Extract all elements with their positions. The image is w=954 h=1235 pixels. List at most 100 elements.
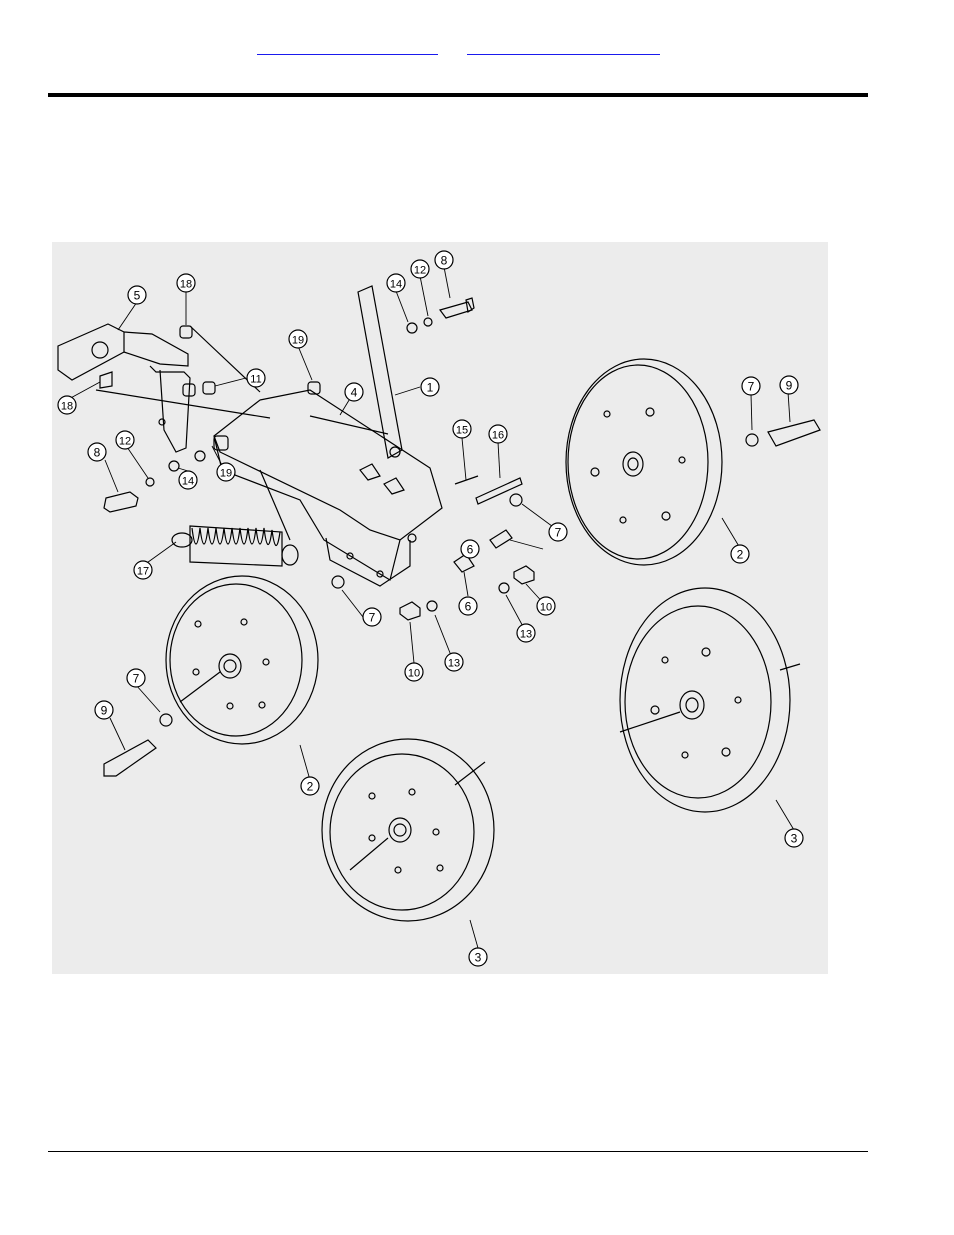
callout-5: 5 [127,285,147,305]
callout-16: 16 [488,424,508,444]
callout-label: 18 [61,401,73,413]
callout-circle [133,560,153,580]
callout-circle [404,662,424,682]
bracket-5 [57,323,271,453]
callout-circle [362,607,382,627]
callout-circle [458,596,478,616]
header-rule [48,93,868,97]
callout-circle [488,424,508,444]
callout-18: 18 [176,273,196,293]
callout-label: 6 [465,600,472,614]
callout-label: 13 [448,658,460,670]
header-link-2[interactable] [467,40,660,55]
footer-rule [48,1151,868,1152]
hardware [103,297,821,777]
wheel-3-left [321,738,495,922]
callout-label: 3 [475,951,482,965]
callout-circle [548,522,568,542]
callout-label: 5 [134,289,141,303]
spring-17 [171,525,299,567]
header-link-1[interactable] [257,40,438,55]
diagram-artwork [57,266,821,949]
callout-circle [300,776,320,796]
wheel-2-right [565,358,723,566]
callout-label: 4 [351,386,358,400]
callout-3: 3 [468,947,488,967]
callout-label: 2 [307,780,314,794]
callout-circle [87,442,107,462]
diagram-background [52,242,828,974]
callout-label: 14 [182,476,194,488]
callout-label: 8 [94,446,101,460]
callout-circle [779,375,799,395]
callout-18: 18 [57,395,77,415]
callout-circle [386,273,406,293]
callout-label: 12 [414,265,426,277]
callout-14: 14 [386,273,406,293]
callout-circle [288,329,308,349]
callout-label: 10 [408,668,420,680]
callout-label: 9 [786,379,793,393]
callout-circle [452,419,472,439]
callout-label: 6 [467,543,474,557]
callout-label: 9 [101,704,108,718]
callout-label: 11 [250,374,261,386]
callout-label: 8 [441,254,448,268]
callout-label: 15 [456,425,468,437]
callout-15: 15 [452,419,472,439]
callout-circle [94,700,114,720]
callout-label: 12 [119,436,131,448]
wheel-2-left [165,575,319,745]
callout-circle [741,376,761,396]
callout-label: 14 [390,279,402,291]
callout-label: 7 [555,526,562,540]
callout-circle [516,623,536,643]
callout-label: 2 [737,548,744,562]
callout-circle [434,250,454,270]
callout-circle [420,377,440,397]
callout-circle [444,652,464,672]
callout-6: 6 [460,539,480,559]
callout-label: 19 [292,335,304,347]
callout-label: 1 [427,381,434,395]
callout-9: 9 [94,700,114,720]
callout-circle [246,368,266,388]
callout-19: 19 [216,462,236,482]
callout-label: 16 [492,430,504,442]
callout-12: 12 [410,259,430,279]
callout-2: 2 [300,776,320,796]
callout-11: 11 [246,368,266,388]
callout-label: 17 [137,566,149,578]
callout-circle [730,544,750,564]
callout-8: 8 [434,250,454,270]
callout-1: 1 [420,377,440,397]
callout-circle [57,395,77,415]
callout-8: 8 [87,442,107,462]
callout-19: 19 [288,329,308,349]
callout-label: 19 [220,468,232,480]
callout-circle [176,273,196,293]
arm-1 [213,285,443,587]
callout-circle [216,462,236,482]
callout-label: 18 [180,279,192,291]
callout-circle [410,259,430,279]
callout-17: 17 [133,560,153,580]
callout-9: 9 [779,375,799,395]
callout-circle [344,382,364,402]
callout-10: 10 [404,662,424,682]
callout-12: 12 [115,430,135,450]
callout-label: 10 [540,602,552,614]
callout-circle [115,430,135,450]
callout-7: 7 [741,376,761,396]
callout-label: 7 [133,672,140,686]
callout-circle [460,539,480,559]
callout-circle [536,596,556,616]
callout-10: 10 [536,596,556,616]
callout-3: 3 [784,828,804,848]
callout-circle [126,668,146,688]
callout-13: 13 [516,623,536,643]
callout-4: 4 [344,382,364,402]
wheel-3-right [619,587,801,813]
